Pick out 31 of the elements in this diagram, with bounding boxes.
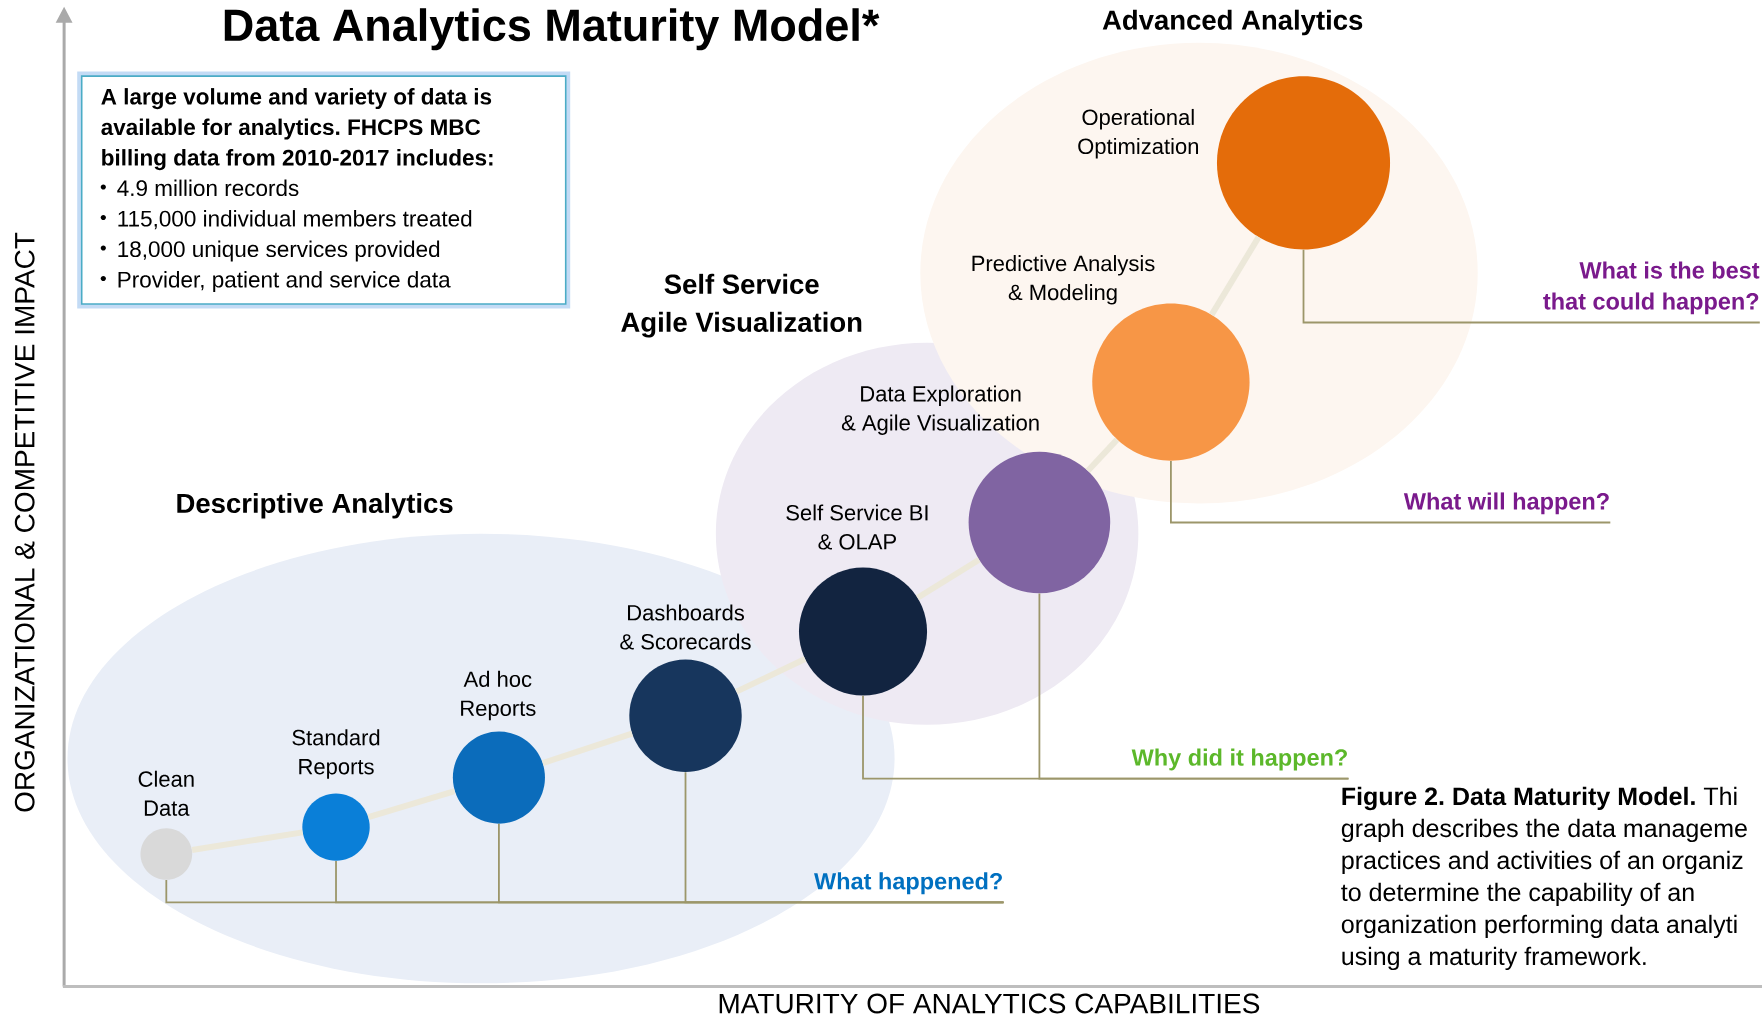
stage-label: Standard Reports [292, 729, 380, 779]
region-heading: Self Service Agile Visualization [621, 273, 862, 338]
question-text: Why did it happen? [1131, 748, 1347, 771]
region-heading: Advanced Analytics [1102, 9, 1363, 36]
region-heading: Descriptive Analytics [177, 492, 453, 519]
stage-label: Self Service BI & OLAP [786, 504, 928, 550]
info-box: A large volume and variety of data is available for analytics. FHCPS MBC billing data from 2010-2017 includes: 4.9 million records 115,000 individual members treated 18,000 unique services provided Provider, patient and service data [77, 71, 571, 309]
stage-label: Ad hoc Reports [461, 670, 536, 721]
axis-label: ORGANIZATIONAL & COMPETITIVE IMPACT [14, 232, 35, 812]
connector-line [1302, 248, 1761, 324]
question-text: What is the best that could happen? [1543, 261, 1760, 315]
connector-line [684, 771, 1005, 904]
stage-label: Dashboards & Scorecards [620, 604, 751, 650]
connector-line [191, 829, 303, 853]
connector-line [916, 557, 981, 601]
title: Data Analytics Maturity Model* [224, 8, 880, 51]
connector-line [1038, 592, 1350, 780]
connector-line [367, 788, 456, 821]
connector-line [735, 656, 807, 695]
connector-line [1170, 460, 1612, 524]
stage-label: Predictive Analysis & Modeling [972, 255, 1155, 305]
question-text: What happened? [814, 872, 1002, 895]
connector-line [1085, 437, 1120, 473]
connector-line [1209, 235, 1262, 317]
connector-line [541, 730, 633, 766]
stage-label: Data Exploration & Agile Visualization [841, 385, 1039, 435]
question-text: What will happen? [1403, 492, 1609, 515]
stage-label: Operational Optimization [1078, 108, 1198, 159]
stage-label: Clean Data [138, 770, 194, 816]
caption: Figure 2. Data Maturity Model. Thi graph describes the data manageme practices and activities of an organiz to determine the capability of an organization performing data analyti using a maturity framework. [1341, 786, 1747, 971]
axis-label: MATURITY OF ANALYTICS CAPABILITIES [719, 993, 1260, 1014]
